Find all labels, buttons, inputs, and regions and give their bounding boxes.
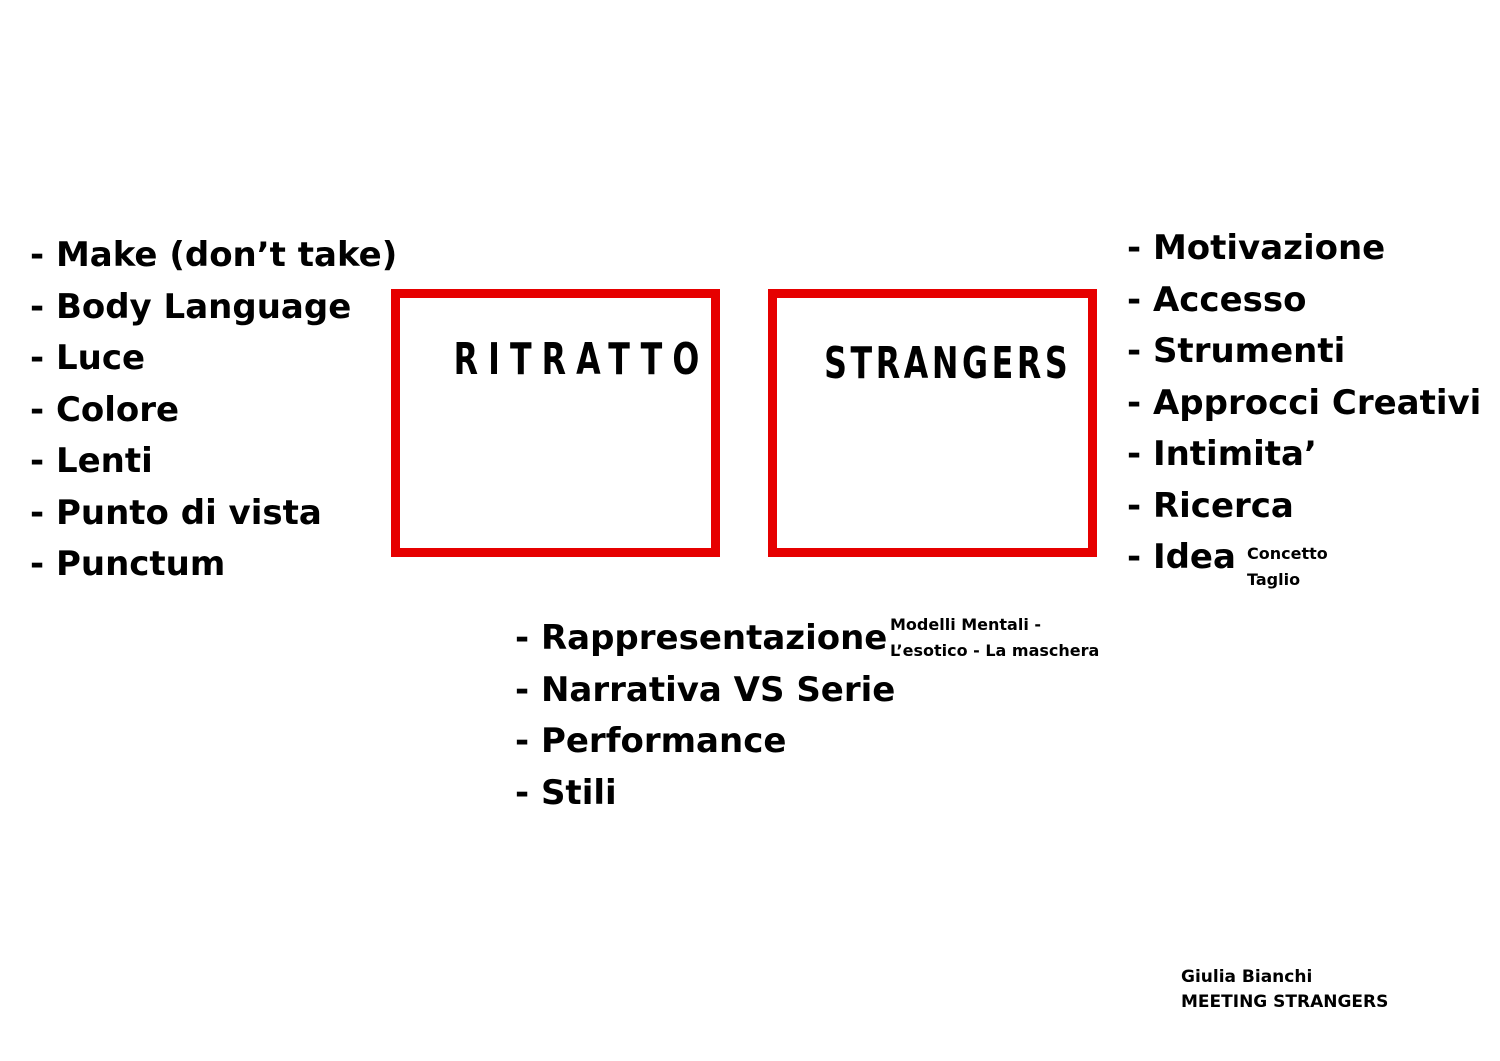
list-item: - Lenti	[30, 441, 153, 481]
project-title: MEETING STRANGERS	[1181, 992, 1389, 1012]
idea-note: Concetto Taglio	[1247, 541, 1328, 593]
list-item: - Stili	[515, 772, 617, 813]
list-item: - Rappresentazione	[515, 618, 888, 658]
list-item: - Strumenti	[1127, 331, 1346, 371]
list-item: - Ricerca	[1127, 485, 1294, 526]
rappresentazione-note: Modelli Mentali - L’esotico - La mascher…	[890, 612, 1099, 664]
list-item: - Colore	[30, 389, 180, 430]
list-item: - Performance	[515, 721, 787, 761]
strangers-box: STRANGERS	[768, 289, 1097, 557]
author-credit: Giulia Bianchi MEETING STRANGERS	[1181, 965, 1388, 1015]
ritratto-title: RITRATTO	[453, 334, 710, 385]
author-name: Giulia Bianchi	[1181, 967, 1313, 987]
list-item: - Punto di vista	[30, 492, 322, 533]
list-item: - Make (don’t take)	[30, 235, 398, 275]
ritratto-topic-list: - Make (don’t take) - Body Language - Lu…	[30, 230, 397, 591]
idea-note-line: Taglio	[1247, 570, 1301, 589]
rappresentazione-note-line: L’esotico - La maschera	[890, 641, 1100, 660]
list-item: - Body Language	[30, 286, 352, 327]
ritratto-box: RITRATTO	[391, 289, 720, 557]
list-item: - Approcci Creativi	[1127, 382, 1482, 423]
list-item: - Idea	[1127, 537, 1236, 577]
rappresentazione-note-line: Modelli Mentali -	[890, 615, 1042, 634]
idea-note-line: Concetto	[1247, 544, 1328, 563]
list-item: - Intimita’	[1127, 434, 1317, 474]
strangers-topic-list: - Motivazione - Accesso - Strumenti - Ap…	[1127, 223, 1481, 584]
strangers-title: STRANGERS	[824, 338, 1072, 389]
list-item: - Narrativa VS Serie	[515, 669, 896, 710]
list-item: - Luce	[30, 338, 146, 378]
list-item: - Motivazione	[1127, 228, 1386, 268]
shared-topic-list: - Rappresentazione - Narrativa VS Serie …	[515, 613, 895, 819]
list-item: - Punctum	[30, 544, 226, 584]
list-item: - Accesso	[1127, 279, 1307, 320]
